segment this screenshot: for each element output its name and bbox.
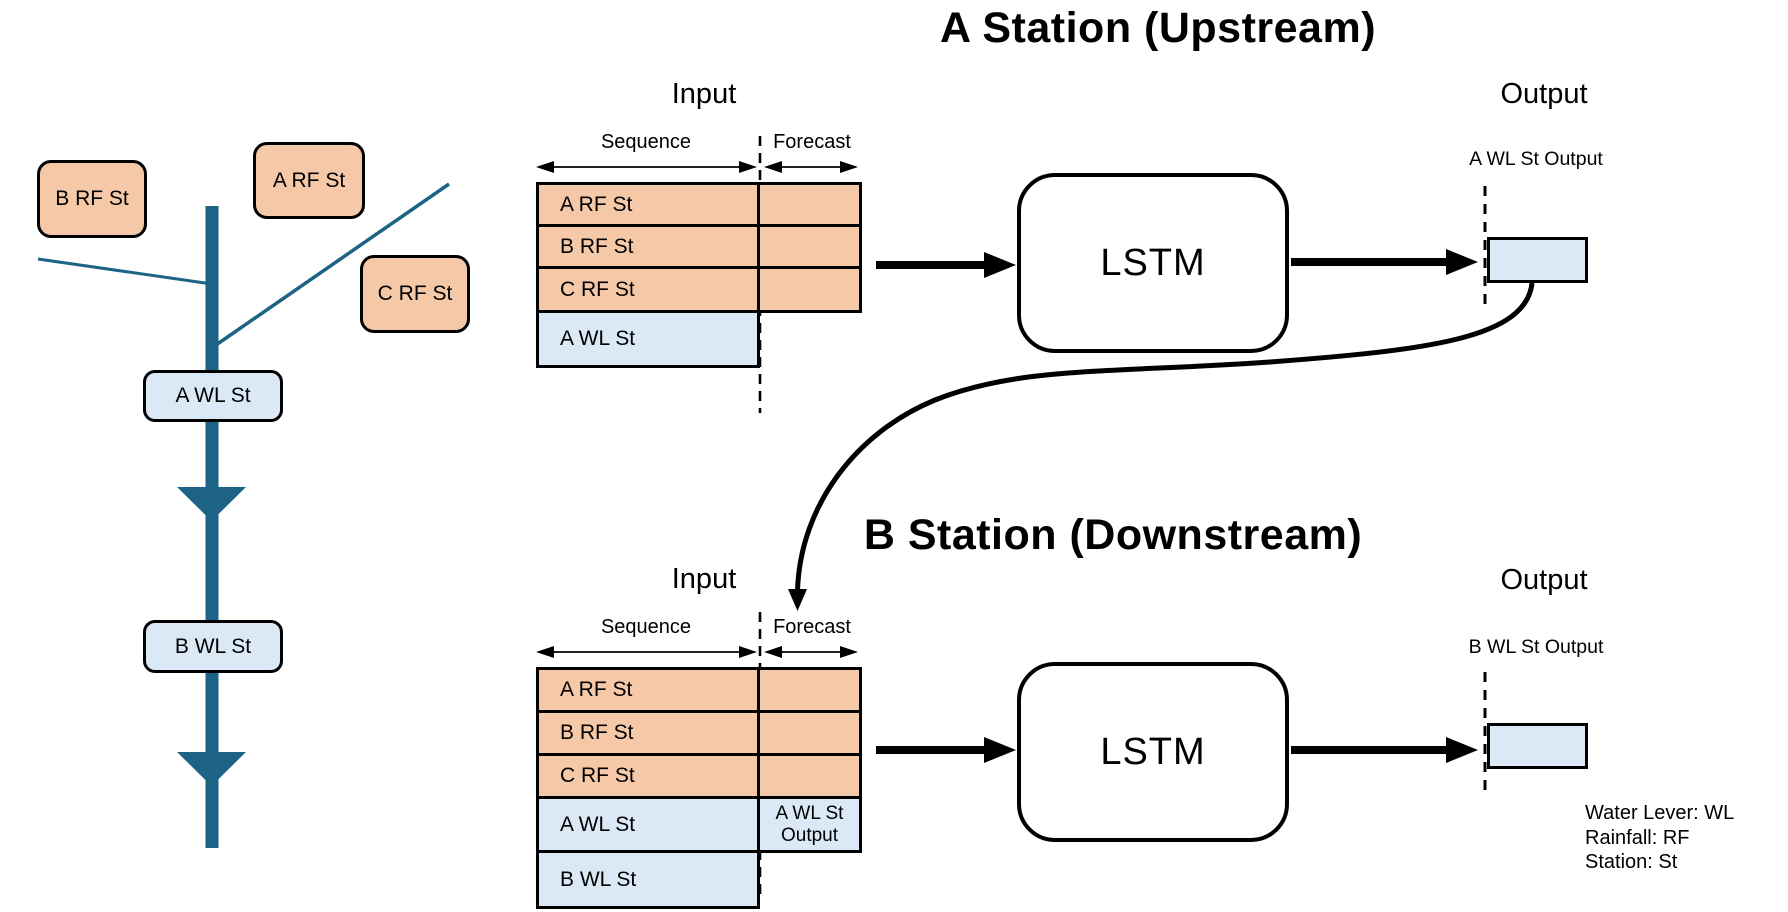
map-station-b-wl: B WL St [143, 620, 283, 673]
lstm-label: LSTM [1100, 730, 1206, 773]
b-table-forecast-cell-awl-output: A WL St Output [757, 796, 862, 853]
a-output-box [1487, 237, 1588, 283]
river-flow-arrow-icon [177, 487, 246, 521]
arrowhead-left-icon [764, 161, 782, 173]
cell-label: A RF St [560, 678, 633, 701]
lstm-label: LSTM [1100, 241, 1206, 284]
arrowhead-left-icon [536, 646, 554, 658]
cell-label-line2: Output [780, 824, 839, 846]
arrowhead-left-icon [536, 161, 554, 173]
a-table-forecast-cell [757, 182, 862, 227]
a-station-title: A Station (Upstream) [939, 4, 1377, 52]
arrowhead-left-icon [764, 646, 782, 658]
a-table-forecast-cell [757, 224, 862, 269]
legend-line: Rainfall: RF [1585, 826, 1690, 849]
b-station-title: B Station (Downstream) [863, 511, 1363, 559]
cell-label-line1: A WL St [775, 802, 844, 824]
a-table-sequence-row: A RF St [536, 182, 760, 227]
arrowhead-right-icon [739, 646, 757, 658]
map-station-c-rf: C RF St [360, 255, 470, 333]
cell-label: A WL St [560, 812, 636, 836]
a-lstm-box: LSTM [1017, 173, 1289, 353]
arrowhead-right-icon [840, 161, 858, 173]
legend-line: Station: St [1585, 851, 1678, 873]
arrowhead-right-icon [739, 161, 757, 173]
arrowhead-icon [1446, 737, 1478, 763]
map-station-label: A RF St [272, 168, 346, 192]
a-forecast-label: Forecast [773, 131, 851, 153]
b-table-sequence-row: B WL St [536, 850, 760, 909]
arrowhead-icon [984, 737, 1016, 763]
map-station-label: B WL St [174, 634, 252, 658]
a-output-box-label: A WL St Output [1469, 148, 1603, 170]
a-table-sequence-row: B RF St [536, 224, 760, 269]
river-main-stem [205, 206, 219, 848]
cell-label: A RF St [560, 192, 633, 216]
a-sequence-label: Sequence [600, 131, 692, 153]
b-table-sequence-row: A RF St [536, 667, 760, 713]
map-station-label: B RF St [55, 187, 129, 210]
b-table-forecast-cell [757, 753, 862, 799]
b-output-heading: Output [1500, 564, 1588, 596]
cell-label: A WL St [560, 327, 636, 350]
river-flow-arrow-icon [177, 752, 246, 786]
b-sequence-label: Sequence [600, 616, 692, 638]
a-table-sequence-row: A WL St [536, 310, 760, 368]
b-table-forecast-cell [757, 667, 862, 713]
b-table-sequence-row: C RF St [536, 753, 760, 799]
abbreviation-legend: Water Lever: WL Rainfall: RF Station: St [1585, 801, 1734, 875]
b-input-heading: Input [671, 563, 737, 595]
b-forecast-label: Forecast [773, 616, 851, 638]
map-station-label: C RF St [377, 282, 453, 305]
b-table-sequence-row: A WL St [536, 796, 760, 853]
arrowhead-right-icon [840, 646, 858, 658]
cell-label: C RF St [560, 764, 635, 787]
a-input-heading: Input [671, 78, 737, 110]
arrowhead-down-icon [788, 589, 807, 611]
cell-label: B RF St [560, 721, 634, 744]
b-output-box [1487, 723, 1588, 769]
arrowhead-icon [1446, 249, 1478, 275]
a-table-sequence-row: C RF St [536, 266, 760, 313]
river-tributary-left [37, 257, 213, 286]
b-table-forecast-cell [757, 710, 862, 756]
arrowhead-icon [984, 252, 1016, 278]
map-station-b-rf: B RF St [37, 160, 147, 238]
a-output-to-b-input-curved-arrow [795, 282, 1535, 592]
a-table-forecast-cell [757, 266, 862, 313]
map-station-label: A WL St [175, 384, 251, 407]
b-table-sequence-row: B RF St [536, 710, 760, 756]
river-tributary-right [215, 182, 450, 347]
cell-label: B WL St [560, 867, 637, 891]
cell-label: B RF St [560, 234, 634, 258]
legend-line: Water Lever: WL [1585, 802, 1735, 824]
map-station-a-rf: A RF St [253, 142, 365, 219]
map-station-a-wl: A WL St [143, 370, 283, 422]
cell-label: C RF St [560, 277, 635, 301]
a-output-heading: Output [1500, 78, 1588, 110]
b-lstm-box: LSTM [1017, 662, 1289, 842]
b-output-box-label: B WL St Output [1468, 636, 1604, 658]
